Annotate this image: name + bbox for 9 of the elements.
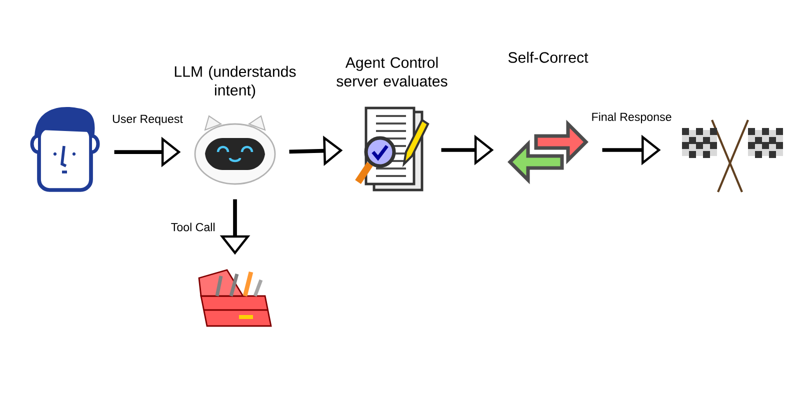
step-heading: Self-Correct [508,52,588,63]
step-heading: Agent Control server evaluates [336,56,448,87]
flags-drawing [682,120,783,192]
person-drawing [30,107,100,192]
edge-label: Final Response [590,110,674,126]
toolbox-drawing [198,269,272,327]
step-heading: LLM (understands intent) [174,66,296,98]
edge-label: Tool Call [169,220,218,234]
edge-label: User Request [110,113,185,128]
